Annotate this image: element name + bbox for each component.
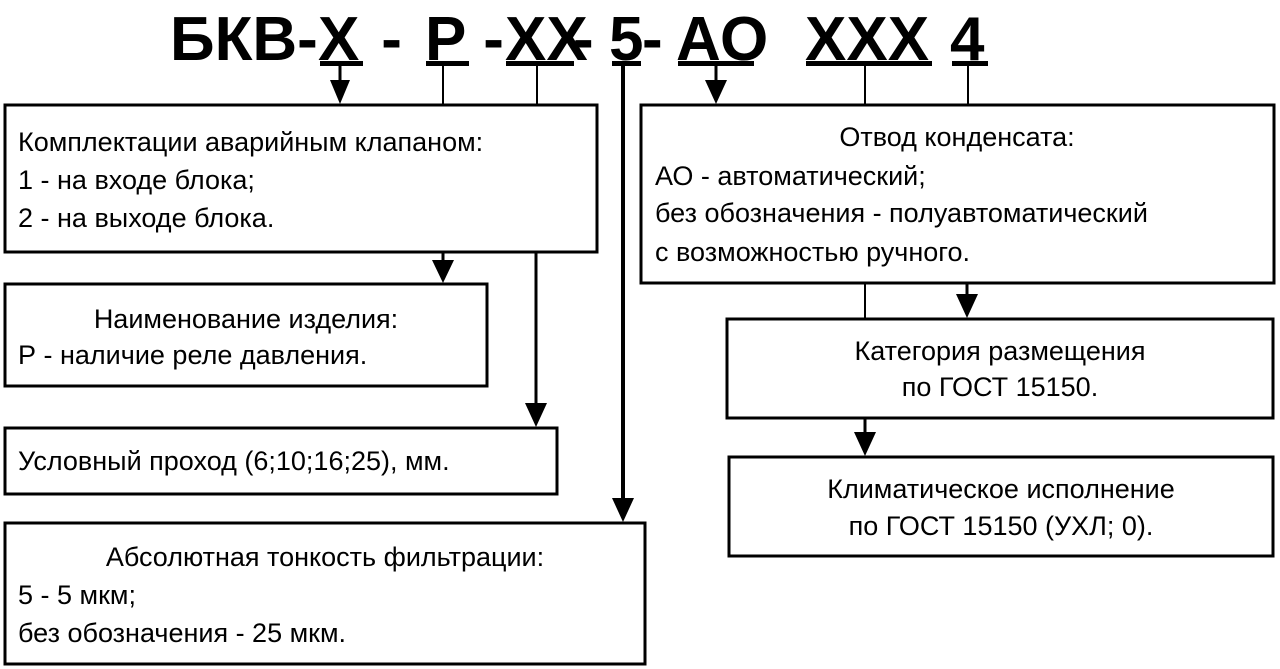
box-placement-text: Категория размещения по ГОСТ 15150. [855,336,1146,402]
valve-option-1: 1 - на входе блока; [18,165,255,195]
box-placement [725,317,1275,420]
arrow-xx-icon [525,403,547,427]
underline-p [426,61,469,66]
code-sep-1: - [364,5,419,74]
product-name-heading: Наименование изделия: [94,304,398,334]
underline-4 [952,61,988,66]
arrow-x-icon [330,80,350,104]
arrow-5-icon [612,498,634,522]
code-prefix: БКВ- [170,5,318,74]
arrow-xxx-icon [854,432,876,456]
arrow-ao-icon [705,80,727,104]
underline-ao [678,61,754,66]
product-name-option: Р - наличие реле давления. [18,340,367,370]
code-sep-4: - [642,5,663,74]
filtration-option-5: 5 - 5 мкм; [18,580,136,610]
box-nominal-bore-text: Условный проход (6;10;16;25), мм. [18,446,450,476]
placement-line-1: Категория размещения [855,336,1146,366]
boxes [3,103,1276,666]
box-filtration-text: Абсолютная тонкость фильтрации: 5 - 5 мк… [18,542,544,648]
underline-xxx [806,61,932,66]
condensate-option-none: без обозначения - полуавтоматический [655,198,1148,228]
climate-line-2: по ГОСТ 15150 (УХЛ; 0). [849,511,1154,541]
box-filtration [3,521,647,666]
condensate-heading: Отвод конденсата: [839,122,1074,152]
arrow-p-icon [432,260,454,283]
box-nominal-bore [3,426,559,496]
filtration-option-none: без обозначения - 25 мкм. [18,618,346,648]
box-condensate-text: Отвод конденсата: АО - автоматический; б… [655,122,1148,267]
nominal-bore-heading: Условный проход (6;10;16;25), мм. [18,446,450,476]
code-underlines [320,61,988,66]
condensate-option-none-cont: с возможностью ручного. [655,237,970,267]
box-climate [727,455,1275,558]
connectors [330,66,978,522]
box-valve [3,103,599,254]
code-sep-2: - [466,5,504,74]
underline-xx [506,61,574,66]
box-climate-text: Климатическое исполнение по ГОСТ 15150 (… [827,474,1175,541]
box-condensate [639,103,1276,285]
valve-option-2: 2 - на выходе блока. [18,203,274,233]
code-sep-3: - [573,5,594,74]
valve-heading: Комплектации аварийным клапаном: [18,127,483,157]
box-valve-text: Комплектации аварийным клапаном: 1 - на … [18,127,483,233]
box-product-name [3,282,489,388]
climate-line-1: Климатическое исполнение [827,474,1175,504]
arrow-4-icon [956,294,978,318]
underline-5 [612,61,641,66]
underline-x [320,61,363,66]
filtration-heading: Абсолютная тонкость фильтрации: [106,542,544,572]
condensate-option-ao: АО - автоматический; [655,161,926,191]
placement-line-2: по ГОСТ 15150. [902,372,1098,402]
box-product-name-text: Наименование изделия: Р - наличие реле д… [18,304,398,370]
